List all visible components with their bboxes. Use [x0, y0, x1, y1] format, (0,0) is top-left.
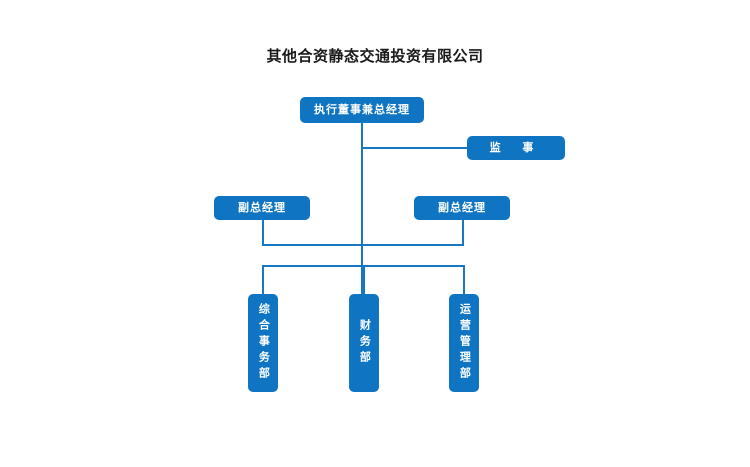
- connector-supervisor-branch: [361, 147, 469, 149]
- connector-dept-finance-drop: [363, 265, 365, 295]
- connector-dept-admin-drop: [262, 265, 264, 295]
- org-node-dept-operations[interactable]: 运营管理部: [449, 294, 479, 392]
- connector-exec-stem: [361, 123, 363, 246]
- org-node-supervisor[interactable]: 监 事: [467, 136, 565, 160]
- org-node-exec-director[interactable]: 执行董事兼总经理: [300, 97, 424, 123]
- connector-deputy-left-drop: [262, 220, 264, 246]
- org-node-deputy-general-manager-right[interactable]: 副总经理: [414, 196, 510, 220]
- connector-dept-stem: [361, 244, 363, 294]
- connector-deputy-bar: [262, 244, 464, 246]
- org-node-deputy-general-manager-left[interactable]: 副总经理: [214, 196, 310, 220]
- page-title: 其他合资静态交通投资有限公司: [266, 47, 484, 65]
- org-node-dept-administration[interactable]: 综合事务部: [248, 294, 278, 392]
- org-node-dept-finance[interactable]: 财务部: [349, 294, 379, 392]
- connector-deputy-right-drop: [462, 220, 464, 246]
- connector-dept-ops-drop: [463, 265, 465, 295]
